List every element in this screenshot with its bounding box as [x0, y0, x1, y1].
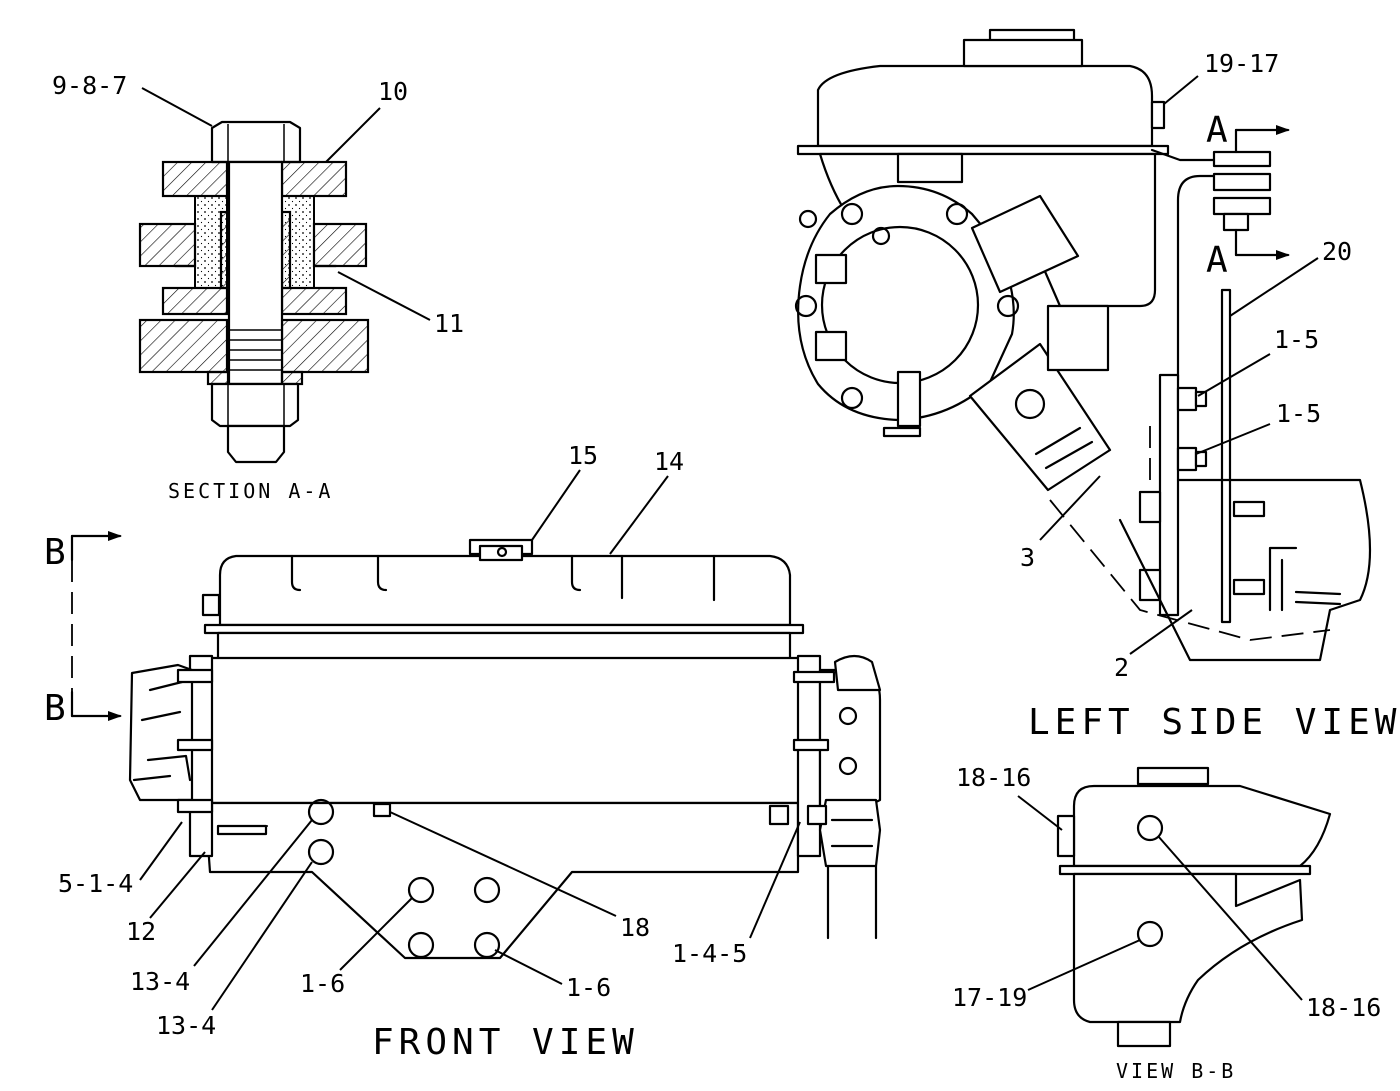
left-side-view-title: LEFT SIDE VIEW	[1028, 702, 1400, 743]
section-marker-b-top: B	[44, 532, 71, 573]
front-view: B B FRONT VIEW	[44, 531, 882, 1063]
section-marker-a-bottom: A	[1206, 240, 1233, 281]
callout-10: 10	[378, 77, 408, 106]
callout-15: 15	[568, 441, 598, 470]
callout-17-19: 17-19	[952, 983, 1027, 1012]
callout-13-4-upper: 13-4	[130, 967, 190, 996]
callout-20: 20	[1322, 237, 1352, 266]
callout-18-16-upper: 18-16	[956, 763, 1031, 792]
front-view-title: FRONT VIEW	[372, 1022, 639, 1063]
callout-9-8-7: 9-8-7	[52, 71, 127, 100]
callout-12: 12	[126, 917, 156, 946]
callout-3: 3	[1020, 543, 1035, 572]
section-a-a-title: SECTION A-A	[168, 479, 333, 503]
view-b-b: VIEW B-B	[1056, 766, 1332, 1083]
callout-1-6-right: 1-6	[566, 973, 611, 1002]
callout-1-4-5: 1-4-5	[672, 939, 747, 968]
callout-1-5-lower: 1-5	[1276, 399, 1321, 428]
callout-5-1-4: 5-1-4	[58, 869, 133, 898]
callout-18-16-lower: 18-16	[1306, 993, 1381, 1022]
section-marker-a-top: A	[1206, 110, 1233, 151]
callout-1-5-upper: 1-5	[1274, 325, 1319, 354]
callout-14: 14	[654, 447, 684, 476]
callout-11: 11	[434, 309, 464, 338]
callout-labels: 9-8-7 10 11 15 14 5-1-4 12 13-4 13-4 1-6…	[52, 49, 1381, 1040]
callout-2: 2	[1114, 653, 1129, 682]
section-a-a-view: SECTION A-A	[138, 120, 370, 503]
callout-1-6-left: 1-6	[300, 969, 345, 998]
leader-lines	[139, 75, 1319, 1011]
view-b-b-title: VIEW B-B	[1116, 1059, 1236, 1083]
callout-18: 18	[620, 913, 650, 942]
section-marker-b-bottom: B	[44, 688, 71, 729]
callout-19-17: 19-17	[1204, 49, 1279, 78]
callout-13-4-lower: 13-4	[156, 1011, 216, 1040]
left-side-view: A A LEFT SID	[794, 28, 1400, 743]
